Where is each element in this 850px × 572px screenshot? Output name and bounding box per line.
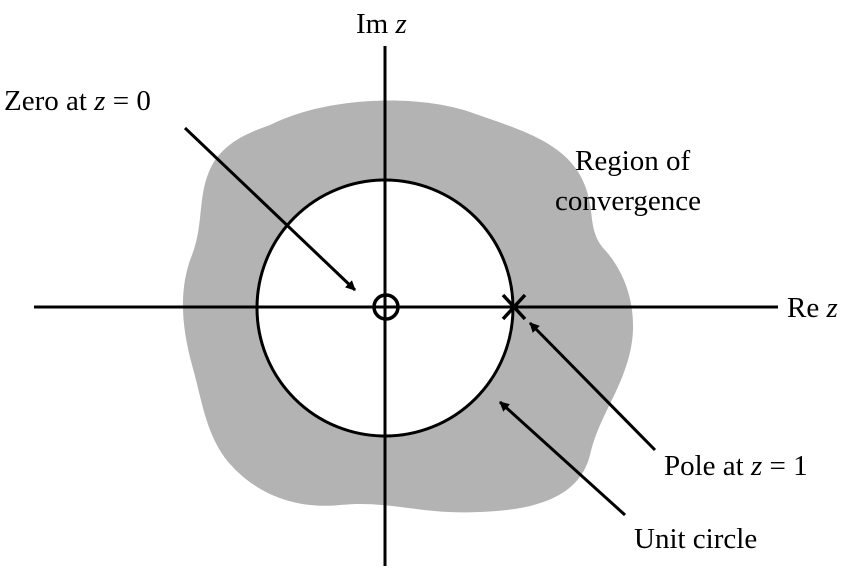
zero-label: Zero at z = 0 [4, 85, 151, 117]
pole-label: Pole at z = 1 [664, 450, 808, 482]
real-axis-label: Re z [787, 292, 838, 324]
region-label-line1: Region of [575, 145, 691, 177]
imaginary-axis-label: Im z [356, 8, 407, 40]
unit-circle-arrow [498, 400, 627, 517]
pole-marker [501, 293, 527, 321]
zero-marker [372, 293, 400, 321]
region-label-line2: convergence [555, 185, 701, 217]
unit-circle-label: Unit circle [634, 523, 757, 555]
pole-arrow [528, 321, 657, 452]
zero-arrow [183, 126, 357, 292]
